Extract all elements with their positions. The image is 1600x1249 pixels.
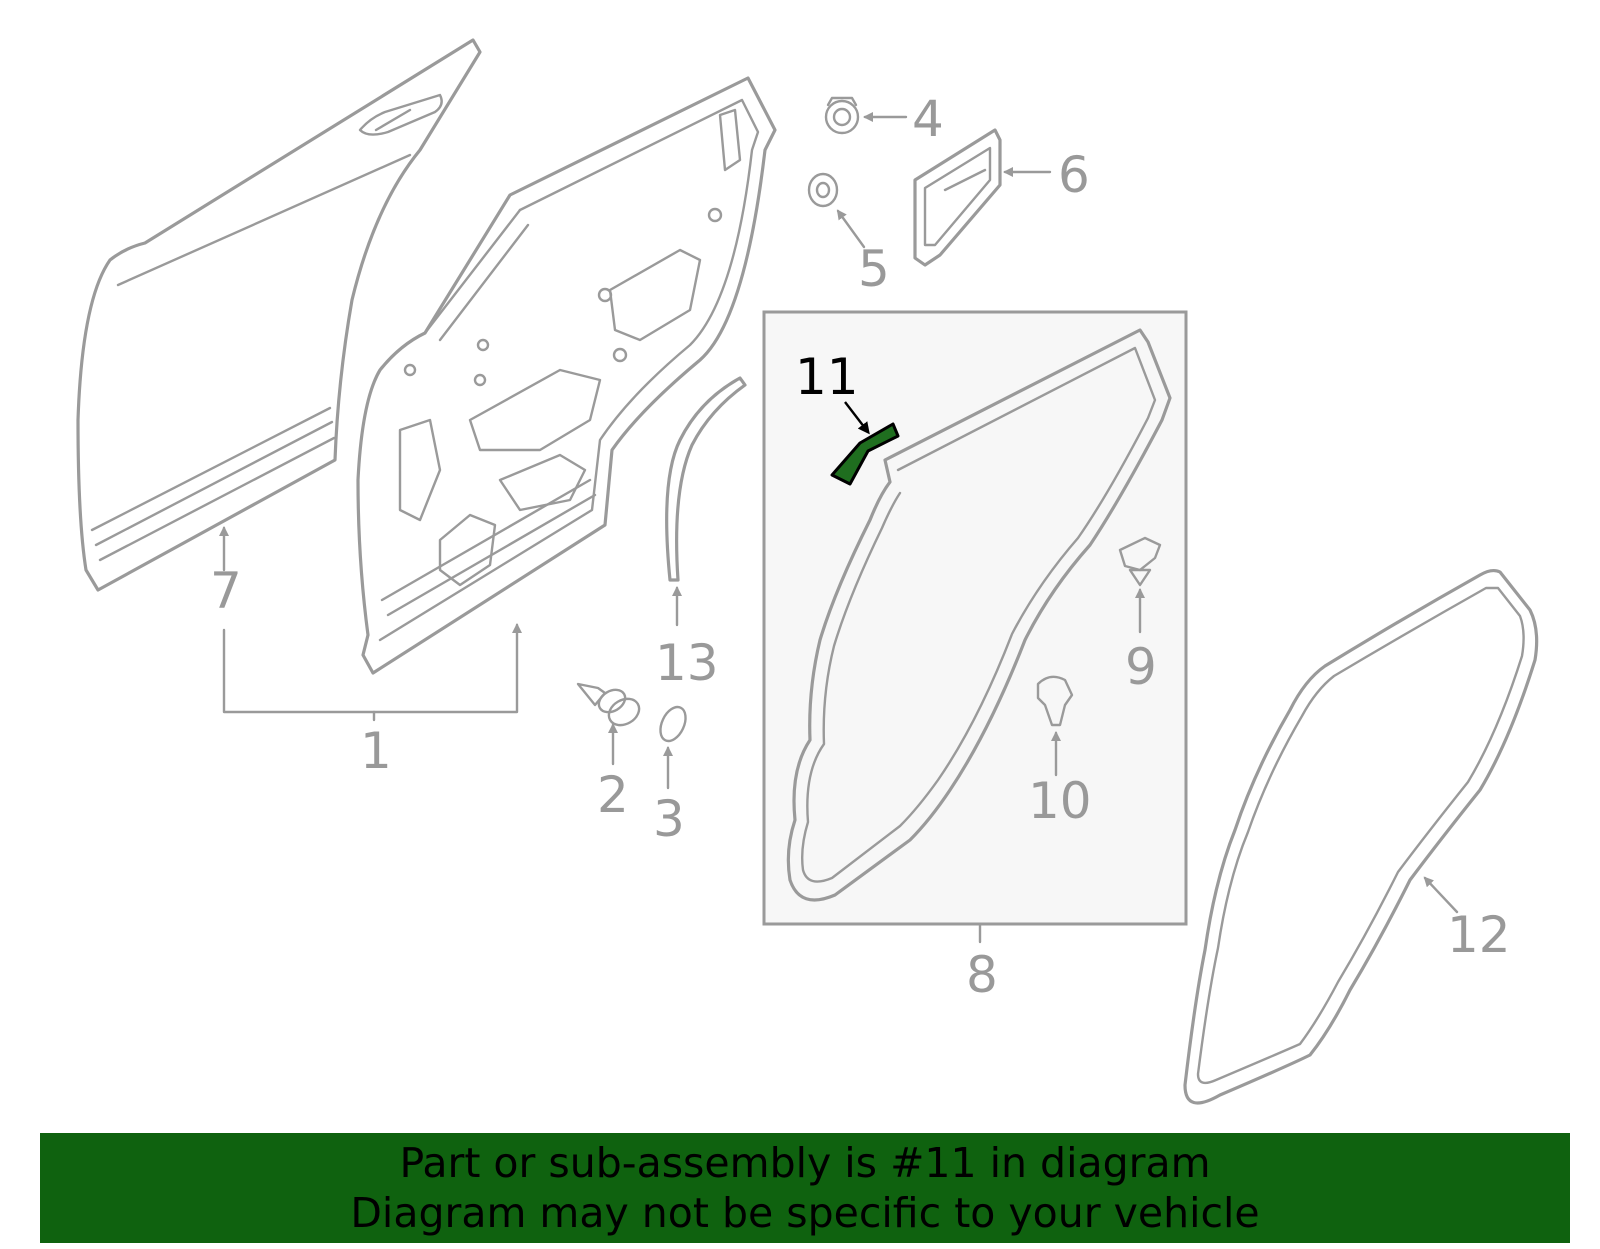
body-weatherstrip: [1183, 568, 1539, 1105]
callout-9: 9: [1125, 638, 1157, 696]
window-channel-strip: [665, 376, 747, 582]
banner-line-2: Diagram may not be specific to your vehi…: [350, 1189, 1260, 1237]
callout-13: 13: [655, 634, 719, 692]
callout-12: 12: [1447, 906, 1511, 964]
callout-11-leader: [844, 401, 870, 435]
highlighted-part-11: [830, 422, 900, 486]
door-stopper: [576, 682, 641, 727]
callout-11: 11: [795, 348, 859, 406]
callout-5: 5: [858, 240, 890, 298]
callout-2: 2: [597, 766, 629, 824]
callout-6: 6: [1058, 146, 1090, 204]
callout-4: 4: [912, 90, 944, 148]
inner-door-frame: [356, 76, 777, 675]
plug: [824, 96, 860, 135]
callout-leaders-1-7: [219, 526, 522, 722]
clip-9: [1118, 536, 1162, 587]
grommet-ring: [659, 705, 687, 743]
callout-8: 8: [966, 946, 998, 1004]
banner-line-1: Part or sub-assembly is #11 in diagram: [399, 1139, 1211, 1187]
info-banner: Part or sub-assembly is #11 in diagram D…: [40, 1133, 1570, 1243]
bracket: [913, 128, 1002, 267]
door-weatherstrip: [786, 328, 1172, 902]
callout-10: 10: [1028, 772, 1092, 830]
callout-7: 7: [210, 562, 242, 620]
outer-door-panel: [76, 38, 482, 592]
callout-3: 3: [653, 790, 685, 848]
callout-1: 1: [360, 722, 392, 780]
grommet: [807, 172, 839, 208]
clip-10: [1036, 675, 1074, 727]
assembly-box: [762, 310, 1188, 926]
